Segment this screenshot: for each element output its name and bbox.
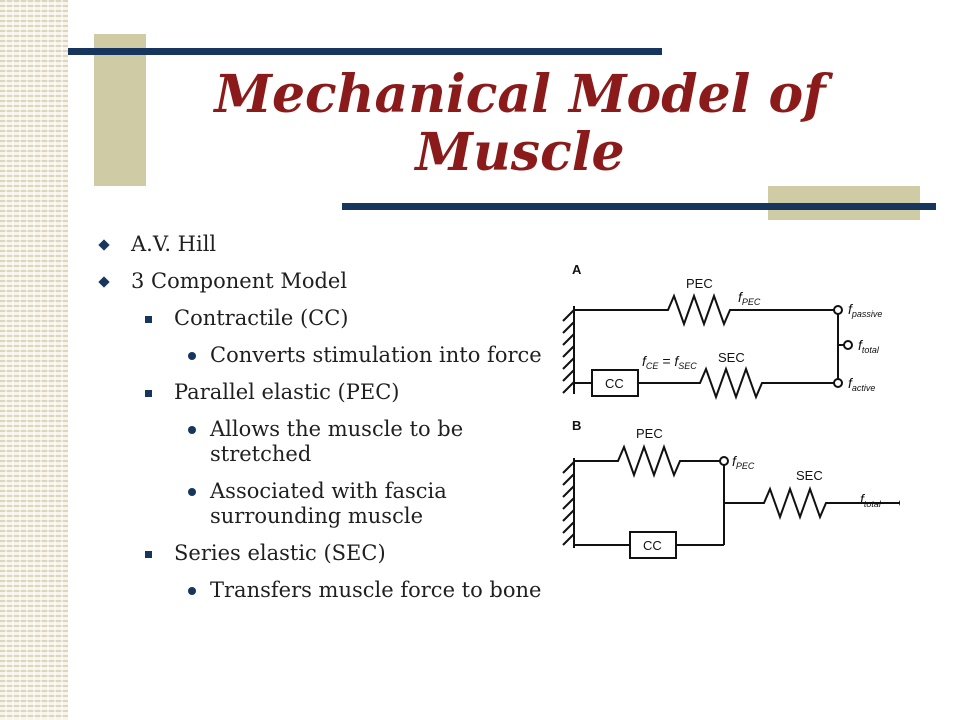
- sec-spring-a: [638, 366, 834, 400]
- bullet-marker-icon: [188, 426, 196, 434]
- f-ce-sec-label: fCE = fSEC: [642, 353, 697, 371]
- bullet-marker-icon: [145, 316, 152, 323]
- bullet-text: Converts stimulation into force: [210, 343, 542, 367]
- bullet-marker-icon: [98, 239, 110, 251]
- bullet-marker-icon: [145, 390, 152, 397]
- bullet-item-level-3: Allows the muscle to be stretched: [94, 417, 554, 467]
- bullet-item-level-1: A.V. Hill: [94, 232, 554, 257]
- bullet-marker-icon: [188, 352, 196, 360]
- cc-label-b: CC: [643, 538, 662, 553]
- f-pec-label-a: fPEC: [738, 289, 761, 307]
- bullet-item-level-2: Series elastic (SEC): [94, 541, 554, 566]
- bullet-marker-icon: [188, 587, 196, 595]
- f-active-label: factive: [848, 375, 875, 393]
- panel-b-label: B: [572, 418, 581, 433]
- pec-spring-a: [574, 293, 834, 327]
- decorative-bar-top: [68, 48, 662, 55]
- terminal-pec-b: [719, 456, 729, 466]
- f-passive-label: fpassive: [848, 301, 882, 319]
- bullet-text: Associated with fascia surrounding muscl…: [210, 479, 447, 528]
- bullet-marker-icon: [188, 488, 196, 496]
- bullet-item-level-3: Transfers muscle force to bone: [94, 578, 554, 603]
- bullet-text: A.V. Hill: [131, 232, 217, 256]
- cc-label-a: CC: [605, 376, 624, 391]
- bullet-item-level-2: Parallel elastic (PEC): [94, 380, 554, 405]
- decorative-stripe: [0, 0, 68, 720]
- panel-a-label: A: [572, 262, 582, 277]
- pec-label-a: PEC: [686, 276, 713, 291]
- terminal-total-a: [843, 340, 853, 350]
- f-pec-label-b: fPEC: [732, 453, 755, 471]
- sec-spring-b: [724, 486, 900, 520]
- bullet-text: Series elastic (SEC): [174, 541, 386, 565]
- hill-muscle-model-diagram: A PEC fPEC fpassive ftotal fCE = fSEC SE…: [562, 262, 900, 559]
- bullet-marker-icon: [145, 551, 152, 558]
- sec-label-a: SEC: [718, 350, 745, 365]
- bullet-text: 3 Component Model: [131, 269, 348, 293]
- bullet-item-level-3: Associated with fascia surrounding muscl…: [94, 479, 554, 529]
- decorative-block-left: [94, 34, 146, 186]
- pec-spring-b: [574, 444, 720, 478]
- bullet-text: Transfers muscle force to bone: [210, 578, 542, 602]
- bullet-text: Allows the muscle to be stretched: [210, 417, 464, 466]
- bullet-text: Contractile (CC): [174, 306, 349, 330]
- decorative-bar-bottom: [342, 203, 936, 210]
- f-total-label-a: ftotal: [858, 337, 880, 355]
- f-total-label-b: ftotal: [860, 491, 882, 509]
- bullet-item-level-3: Converts stimulation into force: [94, 343, 554, 368]
- terminal-passive: [833, 305, 843, 315]
- bullet-item-level-1: 3 Component Model: [94, 269, 554, 294]
- slide-title: Mechanical Model of Muscle: [214, 64, 826, 183]
- bullet-text: Parallel elastic (PEC): [174, 380, 400, 404]
- terminal-active: [833, 378, 843, 388]
- bullet-marker-icon: [98, 276, 110, 288]
- pec-label-b: PEC: [636, 426, 663, 441]
- sec-label-b: SEC: [796, 468, 823, 483]
- bullet-item-level-2: Contractile (CC): [94, 306, 554, 331]
